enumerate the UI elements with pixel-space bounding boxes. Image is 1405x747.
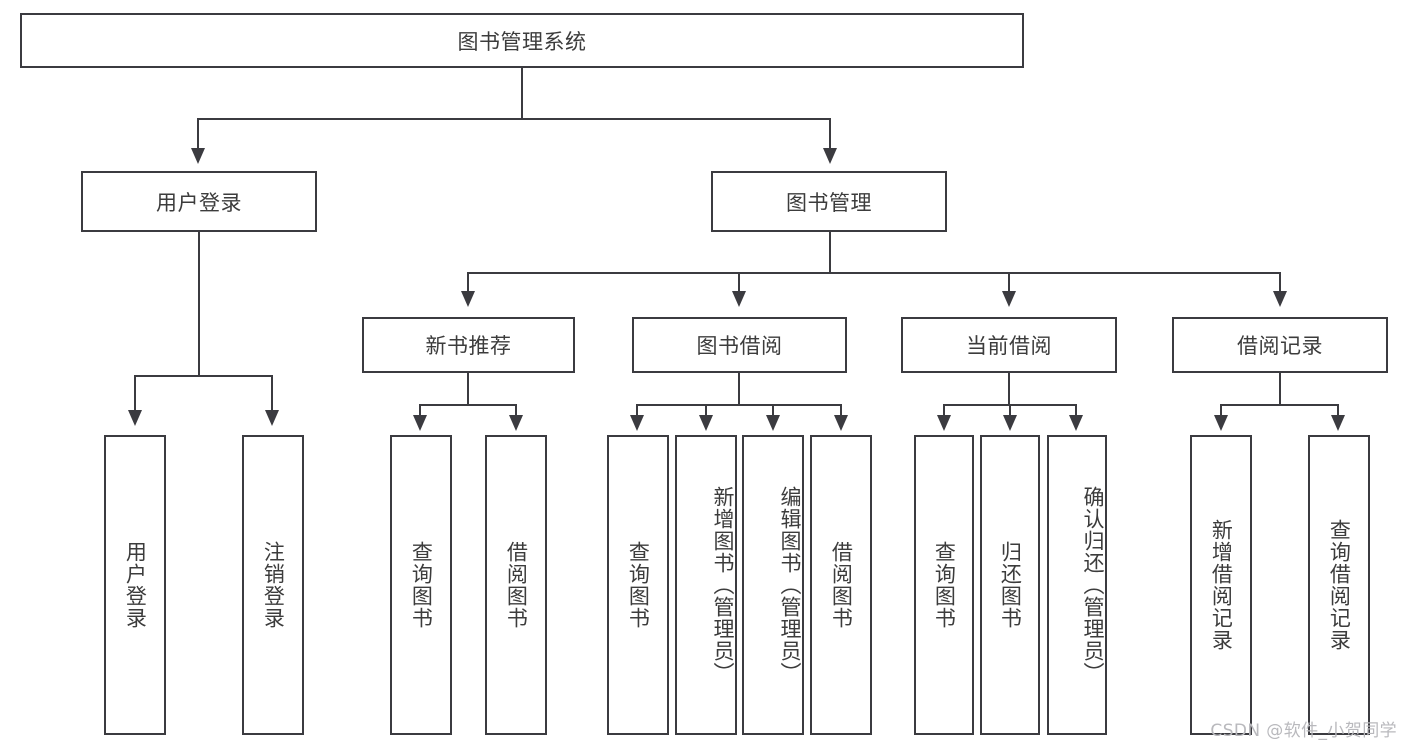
edge-user-login-drop-2 — [271, 375, 273, 413]
edge-cb-drop-3 — [1075, 404, 1077, 418]
edge-bb-drop-3 — [772, 404, 774, 418]
arrow-to-leaf-query-book-2 — [630, 415, 644, 431]
leaf-label: 借阅图书 — [504, 541, 529, 629]
arrow-to-leaf-user-login — [128, 410, 142, 426]
edge-new-book-stem — [467, 373, 469, 405]
node-label: 当前借阅 — [966, 334, 1052, 358]
edge-new-book-drop-2 — [515, 404, 517, 418]
leaf-borrow-book-new[interactable]: 借阅图书 — [485, 435, 547, 735]
edge-book-borrow-bus — [636, 404, 841, 406]
leaf-add-borrow-record[interactable]: 新增借阅记录 — [1190, 435, 1252, 735]
leaf-add-book-admin[interactable]: 新增图书（管理员） — [675, 435, 737, 735]
edge-bm-drop-new-book — [467, 272, 469, 294]
watermark: CSDN @软件_小贺同学 — [1210, 721, 1397, 741]
edge-root-to-book-management — [829, 118, 831, 150]
leaf-edit-book-admin[interactable]: 编辑图书（管理员） — [742, 435, 804, 735]
node-label: 用户登录 — [156, 190, 242, 215]
edge-borrow-record-bus — [1220, 404, 1339, 406]
arrow-to-leaf-query-book-1 — [413, 415, 427, 431]
node-label: 借阅记录 — [1237, 334, 1323, 358]
arrow-to-leaf-return-book — [1003, 415, 1017, 431]
node-label: 新书推荐 — [425, 334, 512, 358]
arrow-to-leaf-logout — [265, 410, 279, 426]
leaf-logout[interactable]: 注销登录 — [242, 435, 304, 735]
node-label: 图书管理 — [786, 190, 872, 215]
edge-borrow-record-stem — [1279, 373, 1281, 405]
edge-book-management-stem — [829, 232, 831, 273]
leaf-user-login[interactable]: 用户登录 — [104, 435, 166, 735]
leaf-return-book[interactable]: 归还图书 — [980, 435, 1040, 735]
node-book-borrow[interactable]: 图书借阅 — [632, 317, 847, 373]
edge-bb-drop-2 — [705, 404, 707, 418]
edge-br-drop-1 — [1220, 404, 1222, 418]
leaf-query-book-borrow[interactable]: 查询图书 — [607, 435, 669, 735]
node-book-management-system[interactable]: 图书管理系统 — [20, 13, 1024, 68]
edge-br-drop-2 — [1337, 404, 1339, 418]
leaf-label: 查询图书 — [626, 541, 651, 629]
edge-user-login-drop-1 — [134, 375, 136, 413]
arrow-to-leaf-query-record — [1331, 415, 1345, 431]
edge-bm-drop-borrow-record — [1279, 272, 1281, 294]
edge-book-borrow-stem — [738, 373, 740, 405]
leaf-label: 借阅图书 — [829, 541, 854, 629]
arrow-to-leaf-confirm-return — [1069, 415, 1083, 431]
arrow-to-book-management — [823, 148, 837, 164]
arrow-to-leaf-edit-book — [766, 415, 780, 431]
leaf-label: 用户登录 — [123, 541, 148, 629]
arrow-to-leaf-add-book — [699, 415, 713, 431]
edge-root-stem — [521, 68, 523, 118]
node-book-management[interactable]: 图书管理 — [711, 171, 947, 232]
node-current-borrow[interactable]: 当前借阅 — [901, 317, 1117, 373]
edge-cb-drop-2 — [1009, 404, 1011, 418]
edge-bm-drop-book-borrow — [738, 272, 740, 294]
edge-root-to-user-login — [197, 118, 199, 150]
arrow-to-leaf-add-record — [1214, 415, 1228, 431]
edge-new-book-bus — [419, 404, 517, 406]
edge-root-bus — [197, 118, 831, 120]
leaf-query-book-new[interactable]: 查询图书 — [390, 435, 452, 735]
leaf-label: 查询图书 — [932, 541, 957, 629]
leaf-label: 查询借阅记录 — [1327, 519, 1352, 651]
edge-user-login-stem — [198, 232, 200, 376]
leaf-label: 查询图书 — [409, 541, 434, 629]
arrow-to-borrow-record — [1273, 291, 1287, 307]
leaf-confirm-return-admin[interactable]: 确认归还（管理员） — [1047, 435, 1107, 735]
arrow-to-user-login — [191, 148, 205, 164]
arrow-to-current-borrow — [1002, 291, 1016, 307]
edge-user-login-bus — [134, 375, 272, 377]
edge-bm-drop-current-borrow — [1008, 272, 1010, 294]
edge-bb-drop-1 — [636, 404, 638, 418]
leaf-label: 编辑图书（管理员） — [778, 486, 802, 684]
edge-current-borrow-stem — [1008, 373, 1010, 405]
arrow-to-leaf-borrow-book-1 — [509, 415, 523, 431]
leaf-label: 确认归还（管理员） — [1081, 486, 1105, 684]
leaf-label: 注销登录 — [261, 541, 286, 629]
node-new-book-recommend[interactable]: 新书推荐 — [362, 317, 575, 373]
node-label: 图书管理系统 — [457, 29, 587, 54]
edge-bb-drop-4 — [840, 404, 842, 418]
node-user-login[interactable]: 用户登录 — [81, 171, 317, 232]
arrow-to-book-borrow — [732, 291, 746, 307]
leaf-label: 新增图书（管理员） — [711, 486, 735, 684]
leaf-borrow-book-borrow[interactable]: 借阅图书 — [810, 435, 872, 735]
edge-book-management-bus — [467, 272, 1280, 274]
leaf-query-book-current[interactable]: 查询图书 — [914, 435, 974, 735]
node-label: 图书借阅 — [696, 334, 783, 358]
leaf-label: 归还图书 — [998, 541, 1023, 629]
arrow-to-leaf-query-book-3 — [937, 415, 951, 431]
leaf-label: 新增借阅记录 — [1209, 519, 1234, 651]
arrow-to-leaf-borrow-book-2 — [834, 415, 848, 431]
leaf-query-borrow-record[interactable]: 查询借阅记录 — [1308, 435, 1370, 735]
node-borrow-record[interactable]: 借阅记录 — [1172, 317, 1388, 373]
arrow-to-new-book — [461, 291, 475, 307]
edge-new-book-drop-1 — [419, 404, 421, 418]
edge-cb-drop-1 — [943, 404, 945, 418]
